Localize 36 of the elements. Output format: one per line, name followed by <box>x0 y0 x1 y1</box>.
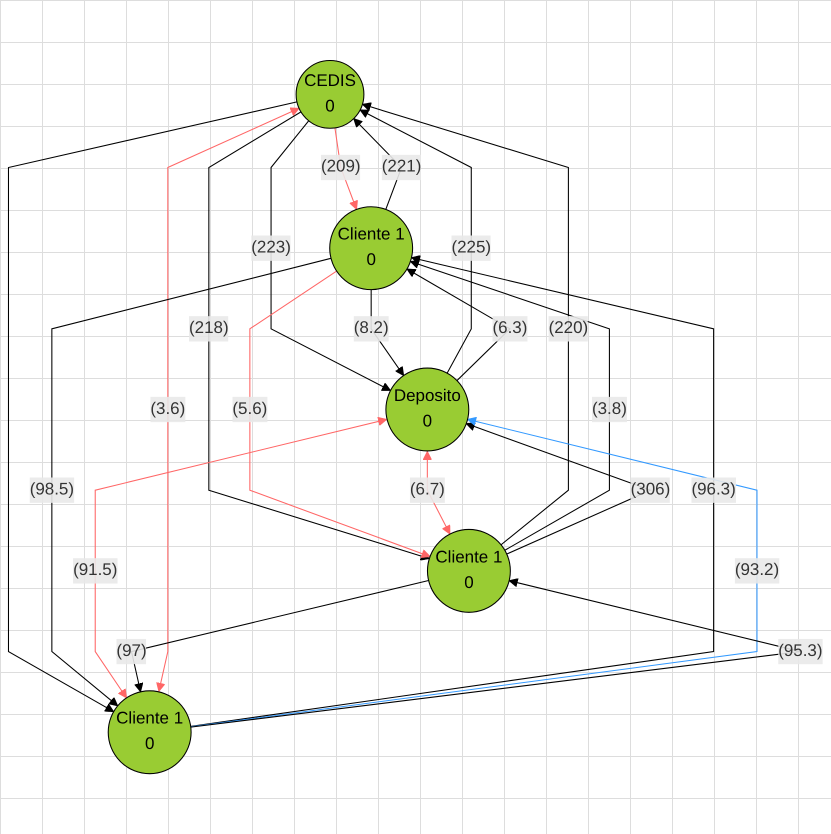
node-circle: Cliente 1 0 <box>108 690 192 774</box>
node-circle: Deposito 0 <box>385 367 470 452</box>
arrow <box>360 109 472 374</box>
edge-label: (306) <box>630 480 670 499</box>
arrow <box>8 101 298 712</box>
edge-label: (91.5) <box>73 561 118 580</box>
node-circle: CEDIS 0 <box>296 60 364 129</box>
arrow <box>362 102 569 546</box>
arrow <box>270 120 391 391</box>
edge-label: (220) <box>548 319 588 338</box>
edge-label: (209) <box>320 158 361 176</box>
edge-label: (5.6) <box>232 400 268 418</box>
edge-label: (96.3) <box>691 480 736 499</box>
arrow <box>249 270 430 558</box>
edge-label: (218) <box>189 319 229 338</box>
edge-label: (221) <box>382 158 422 176</box>
arrow <box>190 416 758 728</box>
edge-label: (8.2) <box>354 319 389 338</box>
edge-label: (93.2) <box>734 561 780 580</box>
arrow <box>190 254 714 727</box>
arrow <box>94 416 388 698</box>
edge-label: (6.3) <box>492 319 528 338</box>
arrow <box>156 107 300 692</box>
edge-label: (3.6) <box>150 400 186 418</box>
node-circle: Cliente 1 0 <box>329 206 414 290</box>
edge-label: (225) <box>451 238 492 257</box>
edge-label: (6.7) <box>410 480 445 499</box>
node-circle: Cliente 1 0 <box>426 528 511 613</box>
edge-label: (95.3) <box>778 642 823 660</box>
arrow <box>51 258 332 706</box>
edge-label: (3.8) <box>592 400 627 418</box>
arrow <box>208 111 430 560</box>
edge-label: (98.5) <box>30 480 74 499</box>
arrow <box>410 260 610 551</box>
edge-label: (97) <box>116 642 147 660</box>
edge-label: (223) <box>251 238 291 257</box>
